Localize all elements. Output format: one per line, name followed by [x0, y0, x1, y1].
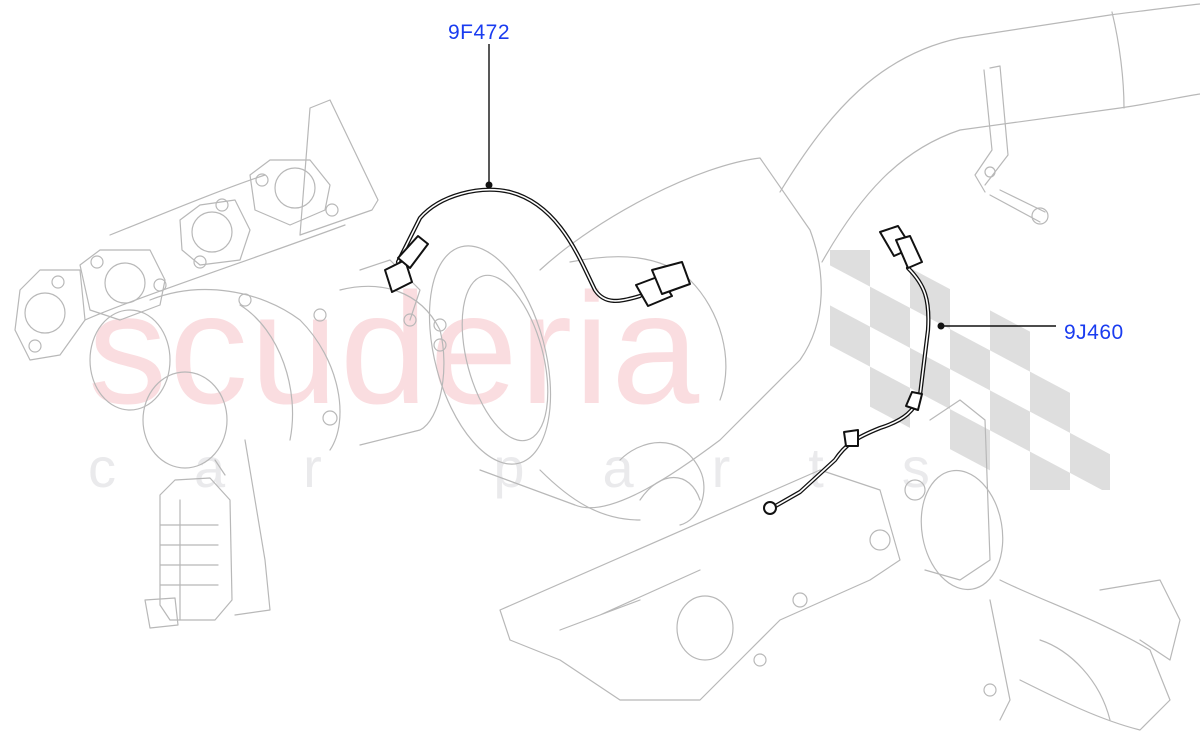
leader-line-9j460 — [937, 322, 1056, 330]
exhaust-manifold — [14, 99, 379, 361]
callout-label-9f472[interactable]: 9F472 — [448, 21, 511, 44]
exhaust-downpipe — [779, 3, 1200, 263]
particulate-filter-body — [428, 157, 822, 526]
harness-9f472[interactable] — [384, 187, 691, 307]
callout-label-9j460[interactable]: 9J460 — [1064, 321, 1124, 344]
underfloor-exhaust-assembly — [499, 399, 1181, 731]
turbocharger — [89, 259, 447, 629]
leader-line-9f472 — [485, 44, 493, 189]
harness-9j460[interactable] — [763, 225, 931, 515]
